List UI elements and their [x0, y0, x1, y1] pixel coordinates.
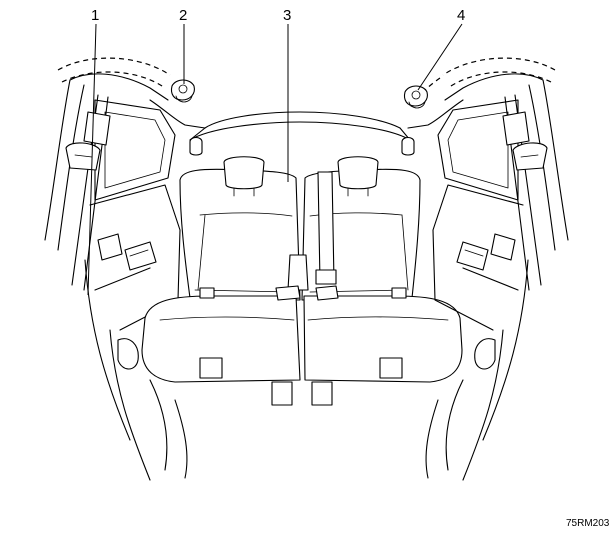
callout-leaders — [87, 23, 463, 296]
center-buckles — [199, 285, 407, 301]
center-seat-belt — [287, 171, 337, 291]
rear-window-panel — [189, 111, 415, 156]
right-seat-belt — [502, 94, 548, 291]
callout-label-1: 1 — [91, 7, 99, 24]
callout-label-3: 3 — [283, 7, 291, 24]
left-roof-outline — [57, 57, 206, 129]
right-body-structure — [425, 73, 569, 481]
right-roof-outline — [407, 57, 556, 129]
right-headrest — [337, 156, 379, 197]
right-shoulder-anchor — [403, 85, 428, 109]
leader-4 — [417, 23, 463, 91]
callout-label-4: 4 — [457, 7, 465, 24]
left-seat-belt — [65, 94, 111, 291]
figure-reference-code: 75RM203 — [566, 518, 610, 529]
callout-label-2: 2 — [179, 7, 187, 24]
left-shoulder-anchor — [170, 79, 195, 103]
left-body-structure — [44, 73, 188, 481]
leader-1 — [87, 23, 97, 296]
right-seat-cushion — [303, 295, 463, 406]
left-seat-cushion — [141, 295, 301, 406]
left-headrest — [223, 156, 265, 197]
